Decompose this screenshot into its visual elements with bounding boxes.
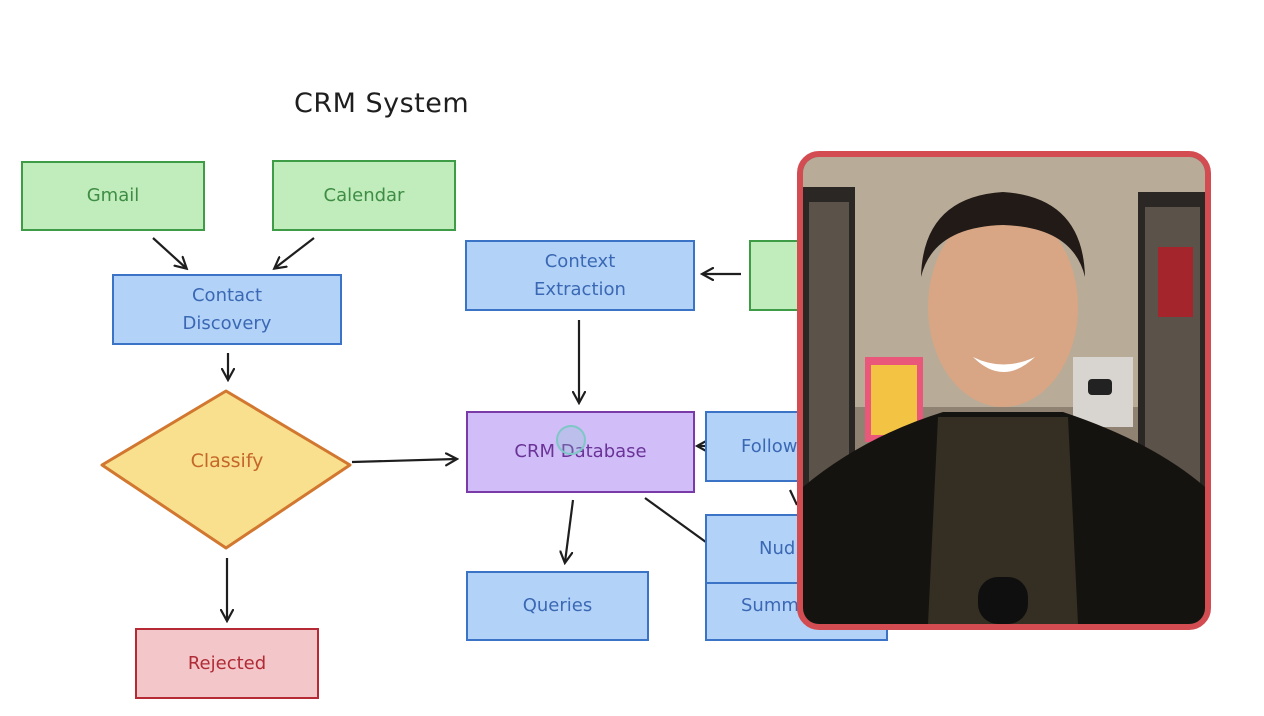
node-follow[interactable]: Follow: [705, 411, 815, 482]
node-contact-discovery[interactable]: Contact Discovery: [112, 274, 342, 345]
node-rejected[interactable]: Rejected: [135, 628, 319, 699]
node-queries-label: Queries: [522, 595, 593, 616]
node-context-extraction[interactable]: Context Extraction: [465, 240, 695, 311]
node-crm-database[interactable]: CRM Database: [466, 411, 695, 493]
node-context-extraction-label-2: Extraction: [534, 278, 626, 300]
node-contact-discovery-label-1: Contact: [191, 284, 263, 306]
node-queries[interactable]: Queries: [466, 571, 649, 641]
arrow-gmail-to-contact: [152, 237, 186, 268]
node-calendar-label: Calendar: [323, 184, 405, 206]
arrow-database-to-queries: [565, 499, 575, 562]
node-nudge-label: Nud: [759, 538, 796, 559]
microphone: [978, 577, 1028, 624]
node-contact-discovery-label-2: Discovery: [182, 312, 272, 334]
node-calendar[interactable]: Calendar: [272, 160, 456, 231]
node-rejected-label: Rejected: [187, 652, 267, 674]
presenter-face: [928, 207, 1078, 407]
node-summary-label: Summ: [741, 595, 799, 616]
classify-diamond[interactable]: [100, 389, 352, 550]
node-gmail-label: Gmail: [86, 185, 140, 206]
node-classify-label: Classify: [190, 450, 264, 472]
arrow-classify-to-database: [351, 459, 456, 462]
node-gmail[interactable]: Gmail: [21, 161, 205, 231]
webcam-scene: [803, 157, 1205, 624]
diagram-title: CRM System: [294, 88, 470, 119]
node-context-extraction-label-1: Context: [544, 250, 616, 272]
node-follow-label: Follow: [741, 435, 798, 457]
arrow-follow-to-nudge: [789, 489, 798, 506]
cursor-highlight: [556, 425, 586, 455]
arrow-calendar-to-contact: [275, 237, 315, 268]
presenter-webcam: [797, 151, 1211, 630]
